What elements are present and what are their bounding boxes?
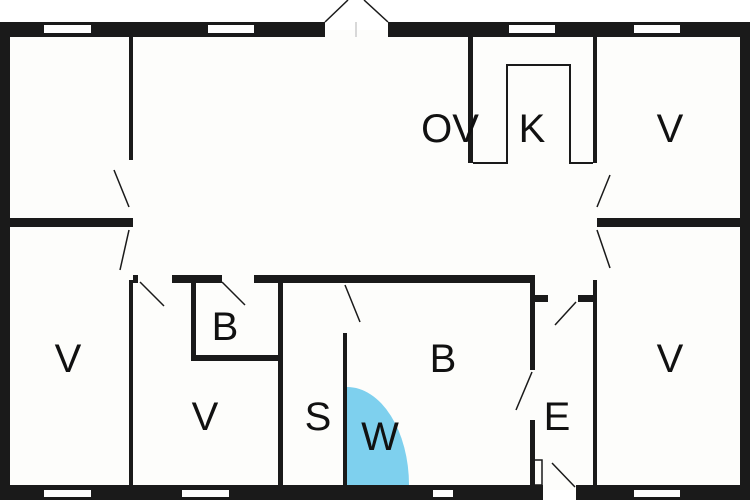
- room-label-b: B: [212, 305, 239, 349]
- room-label-v: V: [55, 337, 82, 381]
- fixture-box: [533, 459, 543, 486]
- door-swings: [113, 0, 611, 488]
- room-label-k: K: [519, 107, 546, 151]
- room-label-e: E: [544, 395, 571, 439]
- walls: [0, 22, 750, 500]
- room-label-ov: OV: [421, 107, 479, 151]
- room-label-v: V: [657, 107, 684, 151]
- room-label-v: V: [657, 337, 684, 381]
- kitchen-counter: [473, 64, 593, 164]
- room-label-v: V: [192, 395, 219, 439]
- room-label-b: B: [430, 337, 457, 381]
- room-labels: OV K V V B V S W B E V: [55, 107, 684, 459]
- room-label-s: S: [305, 395, 332, 439]
- room-label-w: W: [361, 415, 399, 459]
- shower-area: [347, 387, 409, 485]
- windows: [44, 25, 680, 497]
